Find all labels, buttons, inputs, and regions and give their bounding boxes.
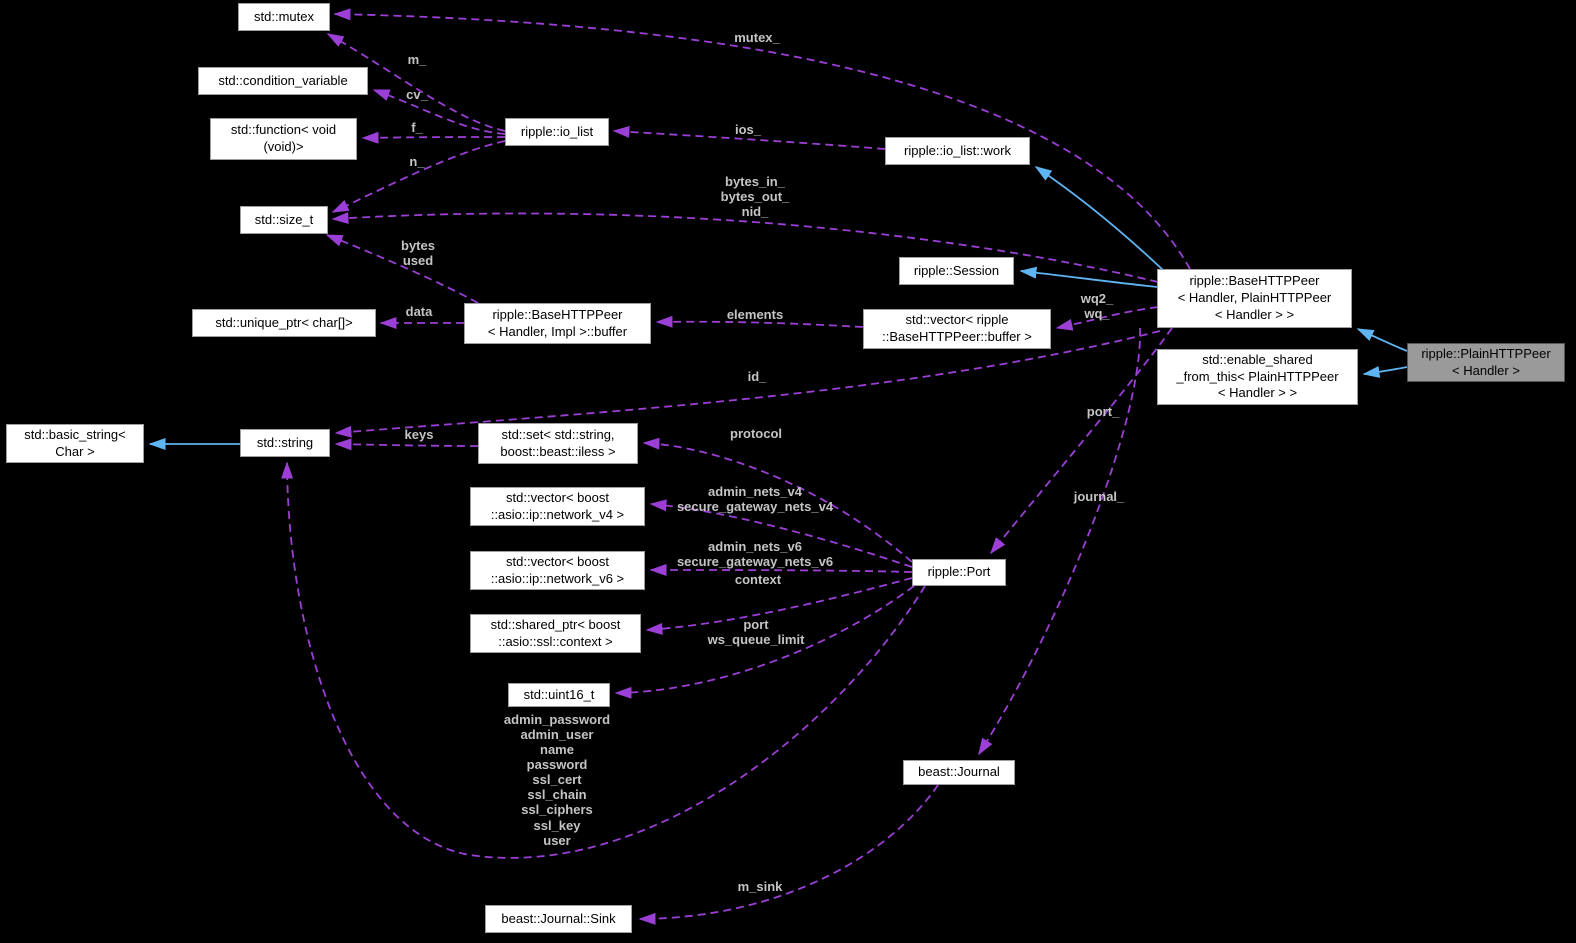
edge-n <box>331 140 506 213</box>
node-beast-journal-sink[interactable]: beast::Journal::Sink <box>485 905 632 933</box>
node-std-condition-variable[interactable]: std::condition_variable <box>198 67 368 95</box>
edge-inherit-enable <box>1362 366 1408 378</box>
node-ripple-base-http-peer[interactable]: ripple::BaseHTTPPeer < Handler, PlainHTT… <box>1157 269 1352 328</box>
edge-label-bytes-io: bytes_in_ bytes_out_ nid_ <box>720 174 790 220</box>
edge-label-m-sink: m_sink <box>737 879 783 894</box>
edge-label-f: f_ <box>411 120 423 135</box>
edge-label-cv: cv_ <box>406 87 428 102</box>
edge-context <box>645 577 913 635</box>
node-std-vector-network-v4[interactable]: std::vector< boost ::asio::ip::network_v… <box>470 487 645 526</box>
edge-m-sink <box>638 784 939 925</box>
edge-label-nets-v6: admin_nets_v6 secure_gateway_nets_v6 <box>676 539 834 570</box>
edge-label-context: context <box>734 572 782 587</box>
edge-wq <box>1055 306 1159 331</box>
node-ripple-io-list[interactable]: ripple::io_list <box>505 118 609 146</box>
edge-label-bytes-used: bytes used <box>401 238 435 269</box>
edge-label-wq: wq2_ wq_ <box>1080 291 1114 322</box>
edge-label-port-strings: admin_password admin_user name password … <box>503 712 611 848</box>
edge-keys <box>334 438 479 451</box>
edge-inherit-session <box>1019 266 1158 288</box>
edge-port <box>990 327 1173 555</box>
edge-label-keys: keys <box>404 427 434 442</box>
node-std-string[interactable]: std::string <box>240 429 330 457</box>
edge-nets-v6 <box>649 564 913 577</box>
edge-label-protocol: protocol <box>730 426 782 441</box>
node-std-set-iless[interactable]: std::set< std::string, boost::beast::ile… <box>478 423 638 464</box>
edge-f <box>361 131 506 144</box>
edge-label-m: m_ <box>407 52 427 67</box>
edge-label-mutex: mutex_ <box>734 30 780 45</box>
node-ripple-session[interactable]: ripple::Session <box>899 257 1014 285</box>
edge-elements <box>655 315 864 328</box>
node-ripple-plain-http-peer: ripple::PlainHTTPPeer < Handler > <box>1407 343 1565 382</box>
node-std-enable-shared-from-this[interactable]: std::enable_shared _from_this< PlainHTTP… <box>1157 349 1358 405</box>
edge-label-ios: ios_ <box>734 122 762 137</box>
edge-protocol <box>642 437 913 563</box>
node-std-unique-ptr-char[interactable]: std::unique_ptr< char[]> <box>192 309 376 337</box>
node-std-shared-ptr-ssl-context[interactable]: std::shared_ptr< boost ::asio::ssl::cont… <box>470 614 641 653</box>
edge-id <box>334 330 1161 438</box>
node-beast-journal[interactable]: beast::Journal <box>903 760 1015 785</box>
edge-label-journal: journal_ <box>1073 489 1125 504</box>
edge-label-port-ws: port ws_queue_limit <box>707 617 805 648</box>
node-std-uint16-t[interactable]: std::uint16_t <box>508 683 610 707</box>
edge-mutex <box>333 8 1191 270</box>
edge-port-strings <box>281 461 926 859</box>
node-ripple-io-list-work[interactable]: ripple::io_list::work <box>885 137 1030 165</box>
node-std-vector-buffer[interactable]: std::vector< ripple ::BaseHTTPPeer::buff… <box>863 309 1051 349</box>
node-ripple-port[interactable]: ripple::Port <box>912 559 1006 586</box>
edge-m <box>326 33 506 132</box>
edge-label-data: data <box>405 304 433 319</box>
node-base-http-peer-buffer[interactable]: ripple::BaseHTTPPeer < Handler, Impl >::… <box>464 303 651 344</box>
edge-bytes-used <box>325 234 479 304</box>
edge-ios <box>612 125 886 150</box>
edge-label-id: id_ <box>747 369 767 384</box>
edge-bytes <box>331 212 1159 283</box>
node-std-vector-network-v6[interactable]: std::vector< boost ::asio::ip::network_v… <box>470 551 645 590</box>
edge-port-ws <box>614 585 915 699</box>
node-std-size-t[interactable]: std::size_t <box>240 206 328 234</box>
edge-inherit-base <box>1356 328 1408 352</box>
edge-journal <box>978 327 1141 756</box>
edge-label-elements: elements <box>726 307 784 322</box>
node-std-basic-string[interactable]: std::basic_string< Char > <box>6 424 144 463</box>
node-std-mutex[interactable]: std::mutex <box>238 3 330 31</box>
node-std-function-void[interactable]: std::function< void (void)> <box>210 118 357 160</box>
edge-label-n: n_ <box>409 154 425 169</box>
edge-label-nets-v4: admin_nets_v4 secure_gateway_nets_v4 <box>676 484 834 515</box>
edge-inherit-work <box>1034 166 1164 271</box>
edge-cv <box>372 89 506 135</box>
edge-nets-v4 <box>649 499 913 568</box>
edge-label-port: port_ <box>1086 404 1120 419</box>
